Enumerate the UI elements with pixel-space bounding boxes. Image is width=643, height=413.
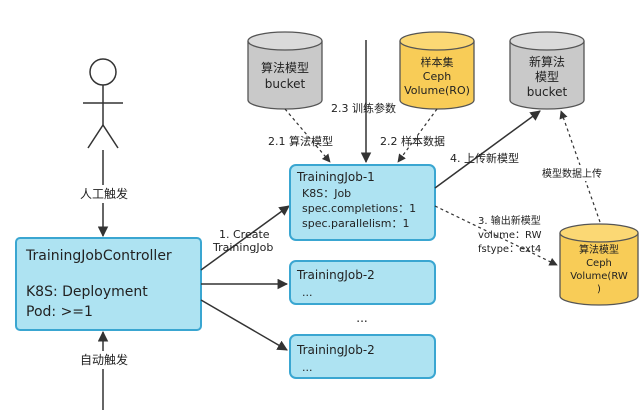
auto-trigger-label: 自动触发 bbox=[80, 352, 128, 367]
train-params-edge-label: 2.3 训练参数 bbox=[331, 101, 396, 115]
algo-bucket-line1: 算法模型 bbox=[261, 60, 309, 75]
algo-ceph-line1: 算法模型 bbox=[579, 243, 619, 256]
trainingjob-1-line3: spec.parallelism：1 bbox=[302, 217, 409, 230]
sample-ceph-line3: Volume(RO) bbox=[404, 84, 470, 97]
jobs-ellipsis: ... bbox=[356, 311, 367, 325]
manual-trigger-label: 人工触发 bbox=[80, 186, 128, 201]
trainingjob-2b-box[interactable]: TrainingJob-2 ... bbox=[289, 334, 436, 379]
new-bucket-line1: 新算法 bbox=[529, 54, 565, 69]
output-edge-label-3: fstype：ext4 bbox=[478, 244, 541, 255]
controller-title: TrainingJobController bbox=[25, 248, 172, 264]
output-edge-label-2: volume：RW bbox=[478, 230, 542, 241]
trainingjob-1-line2: spec.completions：1 bbox=[302, 202, 416, 215]
algo-model-edge-label: 2.1 算法模型 bbox=[268, 134, 333, 148]
sample-data-edge-label: 2.2 样本数据 bbox=[380, 134, 445, 148]
sample-data-edge bbox=[397, 108, 438, 163]
trainingjob-2a-box[interactable]: TrainingJob-2 ... bbox=[289, 260, 436, 305]
algo-ceph-line4: ) bbox=[597, 284, 601, 295]
model-data-upload-edge bbox=[559, 110, 601, 223]
create-label-1: 1. Create bbox=[219, 228, 270, 241]
algo-bucket-line2: bucket bbox=[265, 77, 306, 91]
new-bucket-line3: bucket bbox=[527, 85, 568, 99]
algo-ceph-line2: Ceph bbox=[586, 258, 612, 269]
create-edge-job2b bbox=[200, 299, 288, 351]
user-actor-icon bbox=[83, 58, 123, 149]
sample-ceph-line1: 样本集 bbox=[421, 55, 454, 69]
trainingjob-1-line1: K8S：Job bbox=[302, 187, 351, 200]
trainingjob-2a-sub: ... bbox=[302, 286, 313, 299]
create-edge-job1 bbox=[200, 205, 290, 271]
algo-model-bucket-cylinder[interactable]: 算法模型 bucket bbox=[247, 31, 323, 110]
trainingjob-1-title: TrainingJob-1 bbox=[296, 170, 375, 184]
trainingjob-2b-title: TrainingJob-2 bbox=[296, 343, 375, 357]
trainingjob-2a-title: TrainingJob-2 bbox=[296, 268, 375, 282]
trainingjob-2b-sub: ... bbox=[302, 361, 313, 374]
controller-line2: Pod: >=1 bbox=[26, 304, 93, 320]
sample-ceph-volume-cylinder[interactable]: 样本集 Ceph Volume(RO) bbox=[399, 31, 475, 110]
sample-ceph-line2: Ceph bbox=[423, 70, 451, 83]
upload-new-model-edge-label: 4. 上传新模型 bbox=[450, 151, 519, 165]
create-label-2: TrainingJob bbox=[212, 241, 273, 254]
trainingjob-1-box[interactable]: TrainingJob-1 K8S：Job spec.completions：1… bbox=[289, 164, 436, 241]
output-new-model-edge bbox=[434, 205, 558, 266]
controller-line1: K8S: Deployment bbox=[26, 284, 148, 300]
algo-model-ceph-volume-cylinder[interactable]: 算法模型 Ceph Volume(RW ) bbox=[559, 223, 639, 306]
model-data-upload-label: 模型数据上传 bbox=[542, 167, 602, 180]
new-model-bucket-cylinder[interactable]: 新算法 模型 bucket bbox=[509, 31, 585, 110]
upload-new-model-edge bbox=[434, 110, 541, 189]
new-bucket-line2: 模型 bbox=[535, 70, 559, 84]
algo-ceph-line3: Volume(RW bbox=[570, 271, 628, 282]
output-edge-label-1: 3. 输出新模型 bbox=[478, 214, 541, 227]
controller-box[interactable]: TrainingJobController K8S: Deployment Po… bbox=[15, 237, 202, 331]
